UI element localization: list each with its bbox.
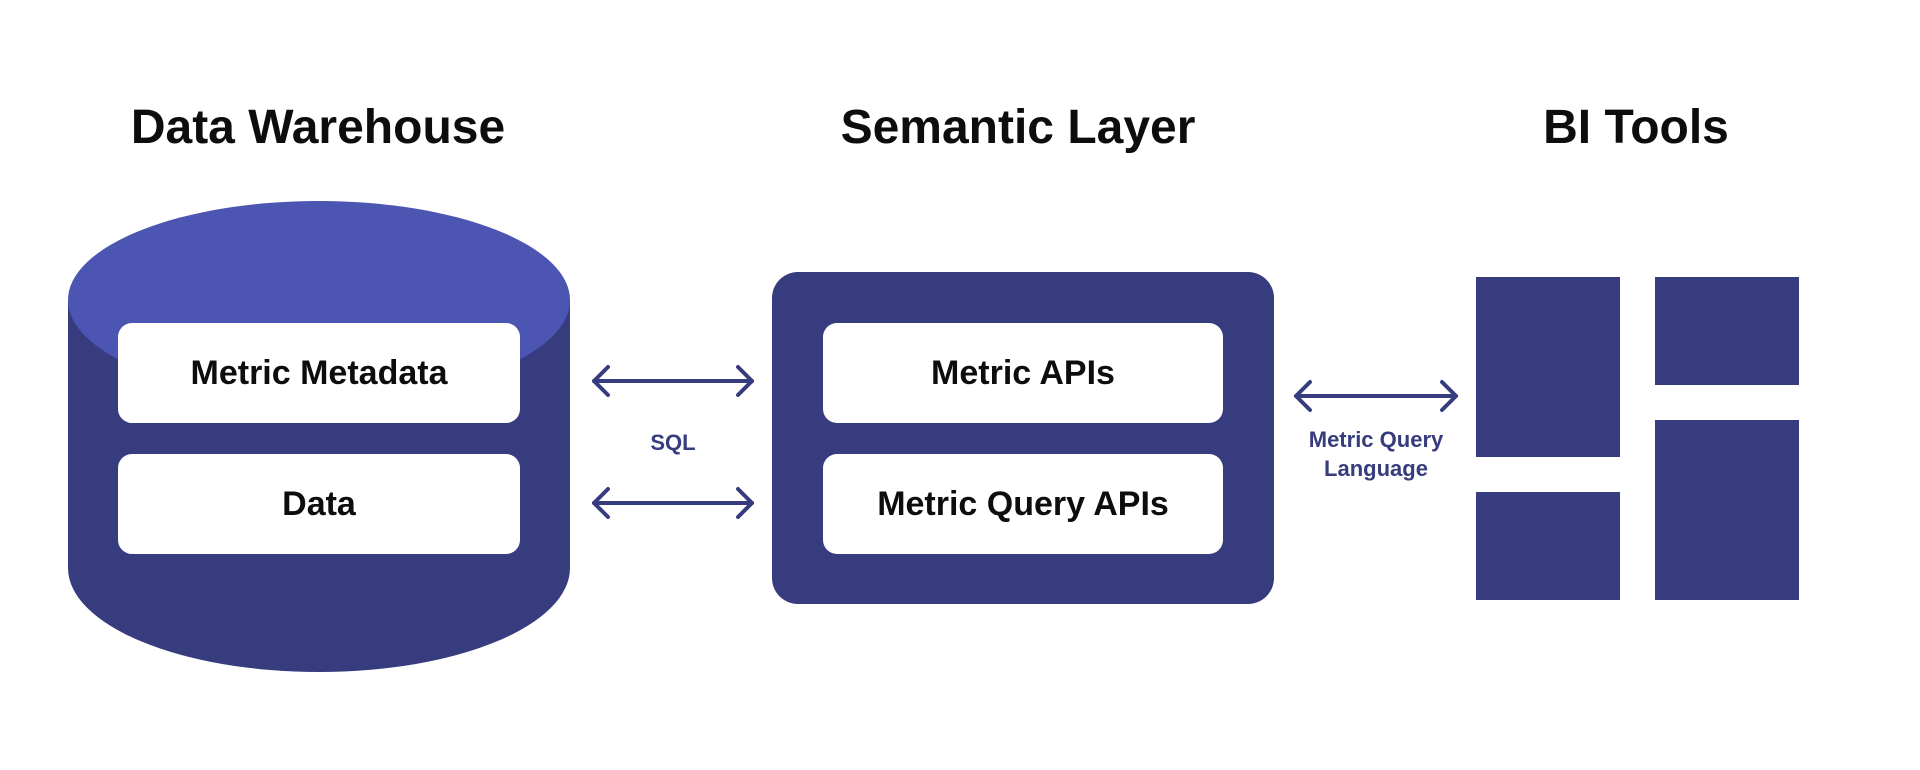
metric-metadata-card: Metric Metadata: [118, 323, 520, 423]
bi-tool-block-tall-left: [1476, 277, 1620, 457]
data-card: Data: [118, 454, 520, 554]
warehouse-title: Data Warehouse: [130, 101, 506, 154]
bi-tools-title: BI Tools: [1543, 101, 1729, 154]
mql-label-line2: Language: [1324, 456, 1428, 481]
semantic-layer-panel: [772, 272, 1274, 604]
bi-tool-block-tall-right: [1655, 420, 1799, 600]
mql-label: Metric Query Language: [1286, 425, 1466, 483]
sql-arrow-bottom: [592, 487, 754, 519]
metric-apis-card: Metric APIs: [823, 323, 1223, 423]
sql-label: SQL: [650, 430, 696, 455]
mql-arrow: [1294, 380, 1458, 412]
bi-tool-block-small-left: [1476, 492, 1620, 600]
semantic-layer-title: Semantic Layer: [840, 101, 1196, 154]
metric-query-apis-card: Metric Query APIs: [823, 454, 1223, 554]
bi-tool-block-small-right: [1655, 277, 1799, 385]
warehouse-cylinder: [68, 201, 570, 672]
sql-arrow-top: [592, 365, 754, 397]
mql-label-line1: Metric Query: [1308, 427, 1444, 452]
